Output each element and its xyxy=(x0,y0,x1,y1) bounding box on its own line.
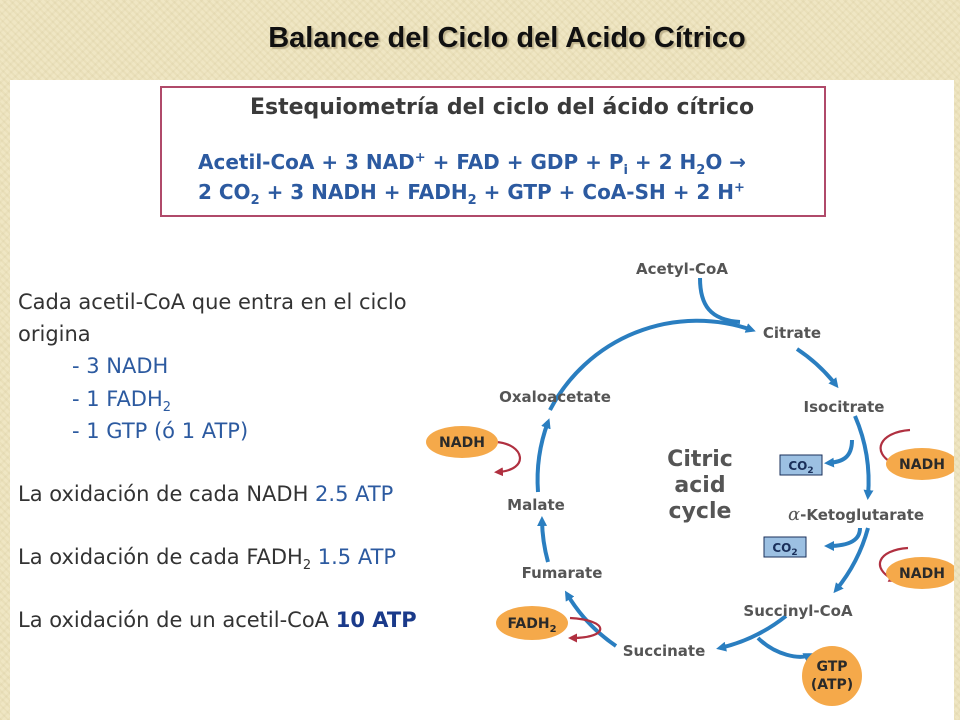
co2-2-text: CO xyxy=(772,541,791,555)
co2-1-sub: 2 xyxy=(807,466,813,476)
arrow-isocitrate-ketoglutarate xyxy=(853,415,874,500)
nadh-oval-left: NADH xyxy=(426,426,498,458)
nadh-oxidation: La oxidación de cada NADH 2.5 ATP xyxy=(18,482,393,506)
label-succinate: Succinate xyxy=(623,642,706,660)
item-gtp: - 1 GTP (ó 1 ATP) xyxy=(72,419,249,443)
nadh-oval-left-text: NADH xyxy=(439,435,485,451)
ketoglutarate-text: -Ketoglutarate xyxy=(800,506,924,524)
eq1-sup-a: + xyxy=(414,150,426,166)
eq2-part-a: 2 CO xyxy=(198,180,251,204)
label-fumarate: Fumarate xyxy=(522,564,603,582)
stoichiometry-heading: Estequiometría del ciclo del ácido cítri… xyxy=(250,95,755,120)
nadh-oxidation-text: La oxidación de cada NADH xyxy=(18,482,316,506)
acetyl-oxidation-text: La oxidación de un acetil-CoA xyxy=(18,608,336,632)
co2-box-2: CO2 xyxy=(763,536,807,558)
center-citric: Citric xyxy=(667,447,733,472)
co2-2-sub: 2 xyxy=(791,548,797,558)
label-succinyl-coa: Succinyl-CoA xyxy=(743,602,853,620)
item-fadh2-text: - 1 FADH xyxy=(72,387,163,411)
label-oxaloacetate: Oxaloacetate xyxy=(499,388,611,406)
fadh2-text: FADH xyxy=(507,616,549,632)
nadh-oval-right-1: NADH xyxy=(886,448,954,480)
arrow-citrate-isocitrate xyxy=(795,347,839,389)
equation-line-1: Acetil-CoA + 3 NAD+ + FAD + GDP + Pi + 2… xyxy=(198,150,746,178)
fadh-oxidation-sub: 2 xyxy=(302,558,312,574)
arrow-gtp-out xyxy=(756,636,814,663)
fadh2-oval: FADH2 xyxy=(496,606,568,640)
co2-box-2-text: CO2 xyxy=(772,541,797,558)
arrow-succinylcoa-succinate xyxy=(716,614,788,652)
nadh-oval-right-2-text: NADH xyxy=(899,566,945,582)
co2-box-1: CO2 xyxy=(779,454,823,476)
arrow-acetylcoa-in xyxy=(698,277,741,324)
alpha-symbol: α xyxy=(788,504,800,525)
intro-line-1: Cada acetil-CoA que entra en el ciclo xyxy=(18,290,407,314)
co2-box-1-text: CO2 xyxy=(788,459,813,476)
label-malate: Malate xyxy=(507,496,565,514)
nadh-oxidation-value: 2.5 ATP xyxy=(315,482,394,506)
gtp-atp-oval: GTP (ATP) xyxy=(802,646,862,706)
fadh2-sub: 2 xyxy=(550,624,557,635)
arrow-nadh-malate xyxy=(494,440,521,477)
slide-title: Balance del Ciclo del Acido Cítrico xyxy=(268,22,746,54)
arrow-oxaloacetate-citrate xyxy=(548,318,756,411)
label-alpha-ketoglutarate: α-Ketoglutarate xyxy=(788,504,924,525)
eq2-part-b: + 3 NADH + FADH xyxy=(259,180,468,204)
arrow-co2-2-out xyxy=(824,527,862,551)
fadh-oxidation-value: 1.5 ATP xyxy=(311,545,397,569)
acetyl-oxidation: La oxidación de un acetil-CoA 10 ATP xyxy=(18,608,417,632)
nadh-oval-right-1-text: NADH xyxy=(899,457,945,473)
intro-line-2: origina xyxy=(18,322,91,346)
eq1-part-d: O → xyxy=(705,150,747,174)
content-panel: Estequiometría del ciclo del ácido cítri… xyxy=(10,80,954,720)
arrow-ketoglutarate-succinylcoa xyxy=(833,527,870,594)
eq2-sub-b: 2 xyxy=(467,193,477,208)
item-fadh2: - 1 FADH2 xyxy=(72,387,171,415)
fadh-oxidation-text: La oxidación de cada FADH xyxy=(18,545,303,569)
center-acid: acid xyxy=(674,473,725,498)
eq2-sub-a: 2 xyxy=(250,193,260,208)
label-isocitrate: Isocitrate xyxy=(804,398,885,416)
arrow-fumarate-malate xyxy=(537,516,550,563)
cycle-arrows xyxy=(535,277,874,663)
equation-line-2: 2 CO2 + 3 NADH + FADH2 + GTP + CoA-SH + … xyxy=(198,180,745,208)
acetyl-oxidation-value: 10 ATP xyxy=(335,608,417,632)
arrow-co2-1-out xyxy=(824,439,854,468)
atp-text: (ATP) xyxy=(811,677,853,693)
eq2-part-c: + GTP + CoA-SH + 2 H xyxy=(476,180,735,204)
fadh2-oval-text: FADH2 xyxy=(507,616,556,635)
label-acetyl-coa: Acetyl-CoA xyxy=(636,260,728,278)
eq1-part-b: + FAD + GDP + P xyxy=(425,150,624,174)
item-fadh2-sub: 2 xyxy=(162,400,172,416)
arrow-fadh-succinate xyxy=(568,616,602,643)
eq1-part-c: + 2 H xyxy=(627,150,697,174)
gtp-text: GTP xyxy=(816,659,847,675)
eq2-sup-c: + xyxy=(734,180,745,196)
nadh-oval-right-2: NADH xyxy=(886,557,954,589)
co2-1-text: CO xyxy=(788,459,807,473)
arrow-succinate-fumarate xyxy=(564,590,618,648)
item-nadh: - 3 NADH xyxy=(72,354,169,378)
stoichiometry-box: Estequiometría del ciclo del ácido cítri… xyxy=(160,86,826,217)
fadh-oxidation: La oxidación de cada FADH2 1.5 ATP xyxy=(18,545,396,573)
citric-acid-cycle-diagram: Acetyl-CoA Citrate Isocitrate α-Ketoglut… xyxy=(426,260,954,706)
arrow-malate-oxaloacetate xyxy=(535,418,551,493)
label-citrate: Citrate xyxy=(763,324,821,342)
eq1-sub-b: i xyxy=(623,163,628,178)
eq1-sub-c: 2 xyxy=(696,163,706,178)
eq1-part-a: Acetil-CoA + 3 NAD xyxy=(198,150,415,174)
center-cycle: cycle xyxy=(669,499,732,524)
